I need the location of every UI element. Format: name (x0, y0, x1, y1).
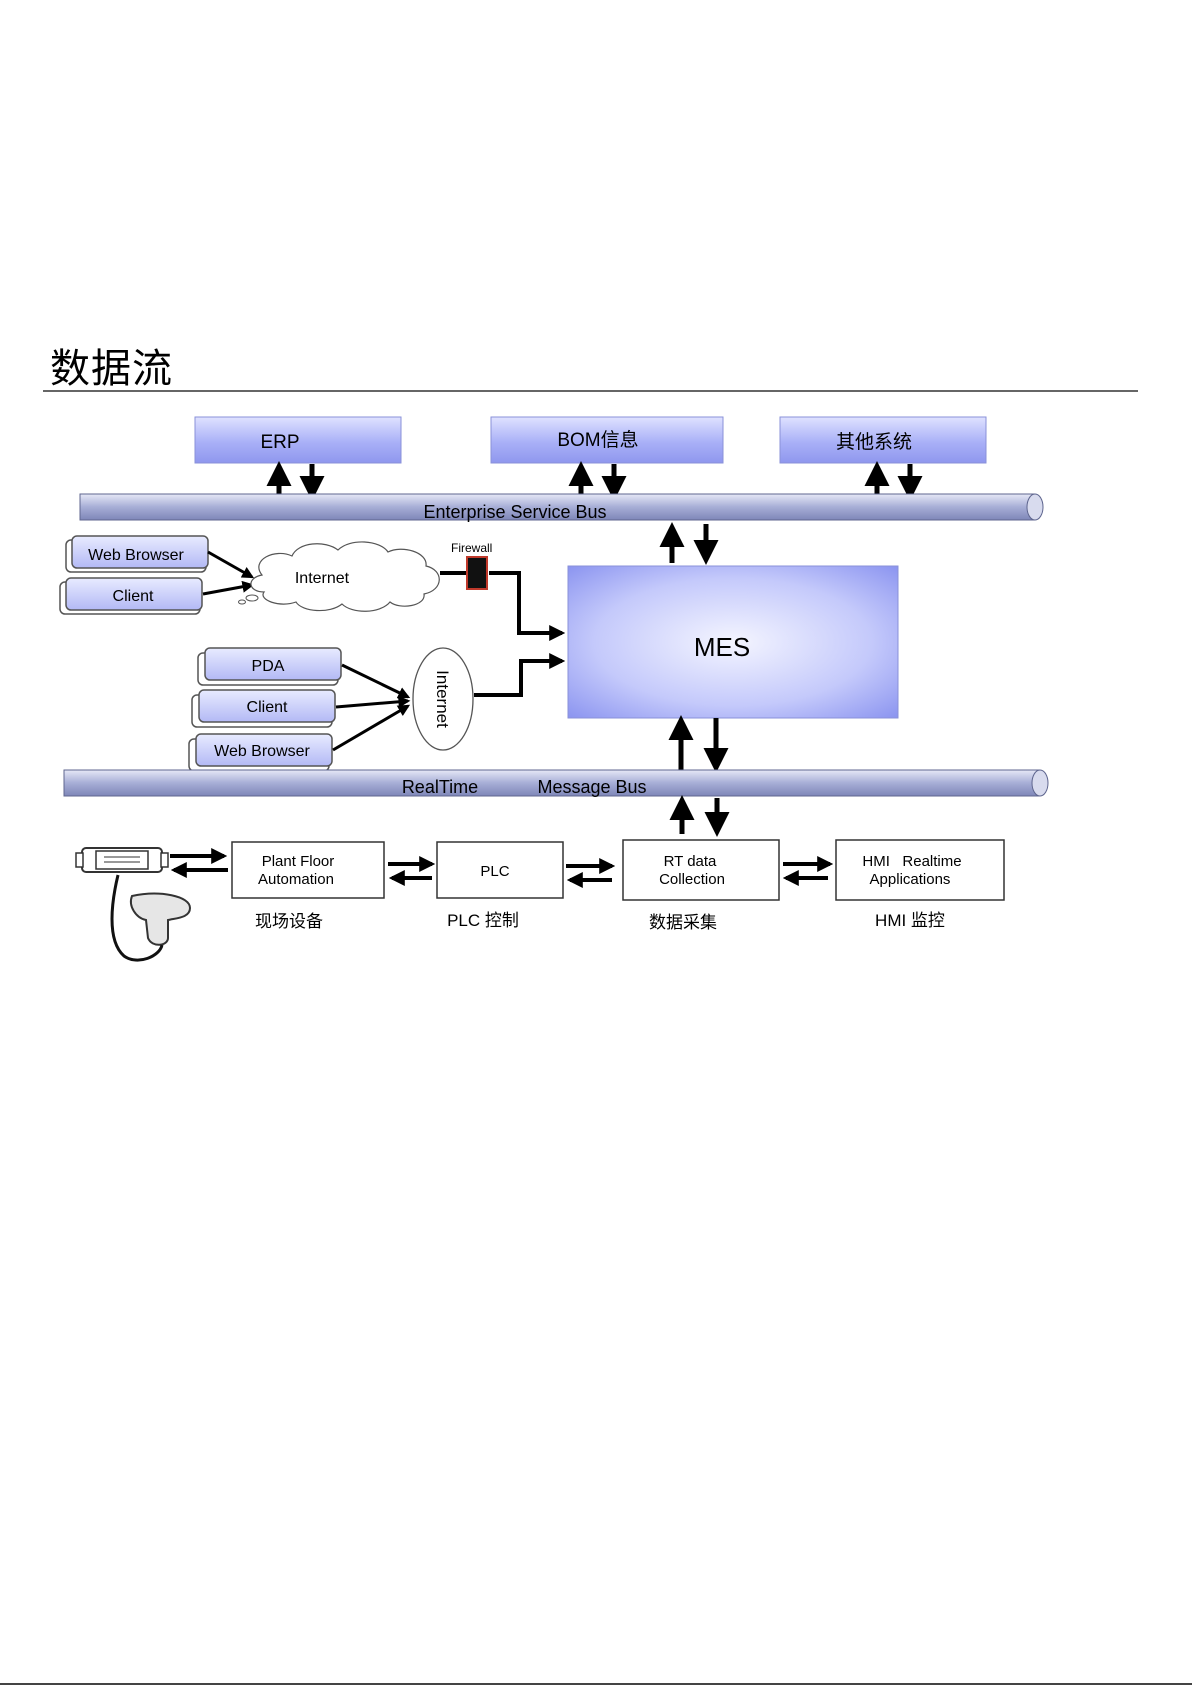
rt-data-line2: Collection (659, 871, 725, 888)
plant-plc-arrows (388, 864, 432, 878)
rt-data-collection-box: RT data Collection 数据采集 (623, 840, 779, 932)
hmi-line2: Applications (870, 871, 951, 888)
rt-data-caption: 数据采集 (649, 913, 717, 932)
mes-data-flow-diagram: ERP BOM信息 其他系统 Enterprise Service Bus We… (0, 0, 1192, 1000)
esb-label: Enterprise Service Bus (423, 502, 606, 522)
other-esb-arrows (877, 464, 910, 498)
mobile-web-browser-client: Web Browser (189, 734, 332, 771)
web-browser-label: Web Browser (88, 547, 184, 564)
internet-ellipse-label: Internet (433, 670, 452, 728)
bus-rtdata-arrows (682, 798, 717, 834)
client-label: Client (113, 588, 154, 605)
mes-label: MES (694, 632, 750, 662)
other-systems-label: 其他系统 (836, 431, 912, 453)
bom-esb-arrows (581, 464, 614, 498)
plc-label: PLC (480, 863, 509, 880)
other-systems-box: 其他系统 (780, 417, 986, 463)
cloud-to-mes-connector (440, 573, 562, 633)
plant-floor-automation-box: Plant Floor Automation 现场设备 (232, 842, 384, 931)
internet-cloud-icon: Internet (239, 542, 440, 611)
plant-floor-caption: 现场设备 (255, 912, 323, 931)
plc-rtdata-arrows (566, 866, 612, 880)
firewall-label: Firewall (451, 541, 492, 555)
barcode-scanner-icon (76, 848, 190, 960)
bom-box: BOM信息 (491, 417, 723, 463)
clients-to-cloud-arrows (203, 552, 252, 594)
web-browser-client: Web Browser (66, 536, 208, 572)
plc-box: PLC PLC 控制 (437, 842, 563, 930)
internet-cloud-label: Internet (295, 570, 350, 587)
realtime-bus-left-label: RealTime (402, 777, 478, 797)
mes-box: MES (568, 566, 898, 718)
internet-ellipse: Internet (413, 648, 473, 750)
mobile-client-label: Client (247, 699, 288, 716)
desktop-client: Client (60, 578, 202, 614)
hmi-realtime-box: HMI Realtime Applications HMI 监控 (836, 840, 1004, 930)
device-plant-arrows (170, 856, 228, 870)
mobile-to-network-arrows (333, 665, 408, 750)
plant-floor-line1: Plant Floor (262, 853, 335, 870)
hmi-caption: HMI 监控 (875, 911, 945, 930)
mes-realtime-arrows (681, 718, 716, 770)
plc-caption: PLC 控制 (447, 911, 519, 930)
rtdata-hmi-arrows (783, 864, 830, 878)
mobile-web-browser-label: Web Browser (214, 743, 310, 760)
realtime-message-bus: RealTime Message Bus (64, 770, 1048, 797)
erp-label: ERP (260, 432, 299, 453)
pda-label: PDA (252, 658, 285, 675)
realtime-bus-right-label: Message Bus (537, 777, 646, 797)
pda-client: PDA (198, 648, 341, 685)
plant-floor-line2: Automation (258, 871, 334, 888)
erp-box: ERP (195, 417, 401, 463)
mobile-client: Client (192, 690, 335, 727)
firewall-icon: Firewall (451, 541, 492, 589)
esb-mes-arrows (672, 524, 706, 563)
erp-esb-arrows (279, 464, 312, 498)
hmi-line1: HMI Realtime (862, 853, 961, 870)
bom-label: BOM信息 (557, 429, 638, 451)
enterprise-service-bus: Enterprise Service Bus (80, 494, 1043, 522)
rt-data-line1: RT data (664, 853, 717, 870)
ellipse-to-mes-connector (474, 661, 562, 695)
